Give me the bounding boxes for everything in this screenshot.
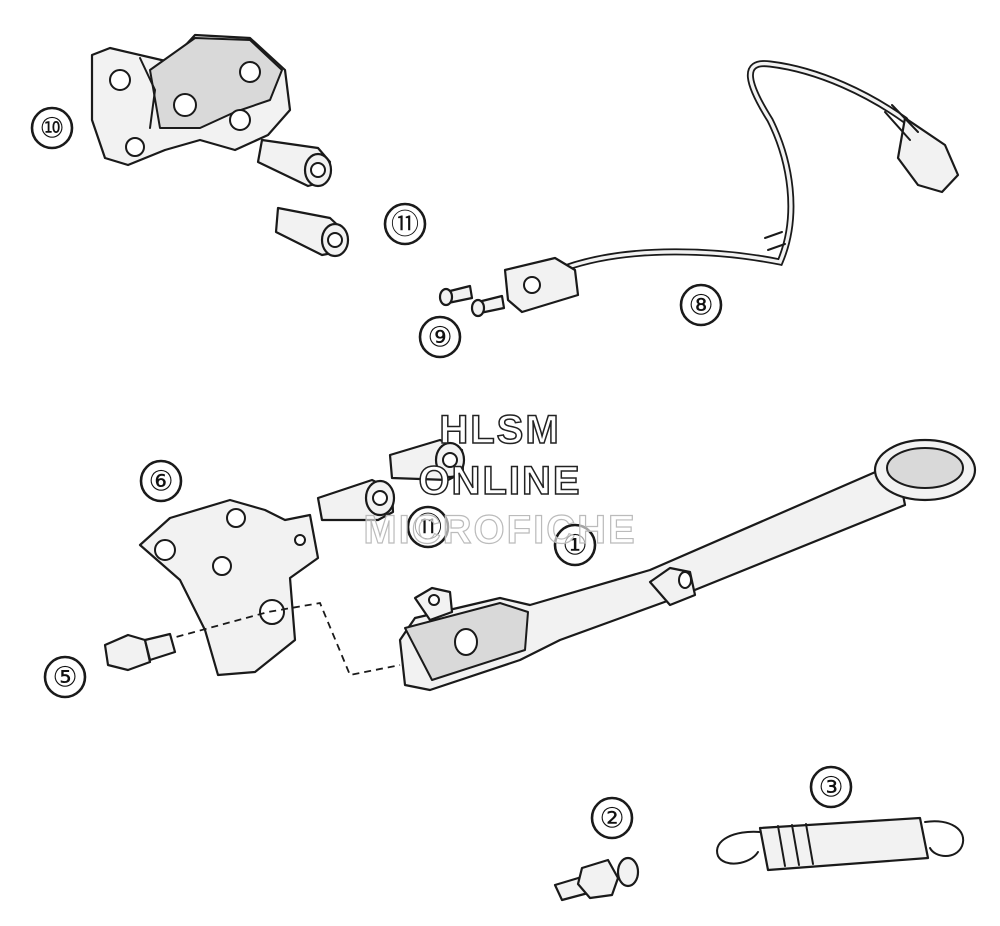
svg-text:⑪: ⑪ <box>414 512 442 543</box>
svg-text:①: ① <box>562 530 587 561</box>
sleeve-part-11-lower <box>274 206 350 258</box>
sleeve-part-11-stand-b <box>388 438 466 482</box>
sleeve-part-11-upper <box>256 138 333 188</box>
callout-1: ① <box>553 523 597 567</box>
spring-part-3 <box>716 816 965 872</box>
watermark-line-1: HLSM <box>439 407 561 453</box>
watermark-line-3: MICROFICHE <box>363 507 637 552</box>
bolt-part-5 <box>103 632 177 672</box>
svg-text:⑩: ⑩ <box>39 113 64 144</box>
callout-11-lower: ⑪ <box>406 505 450 549</box>
watermark-line-2: ONLINE <box>418 458 582 504</box>
callout-6: ⑥ <box>139 459 183 503</box>
sensor-part-8 <box>503 60 960 314</box>
callout-11-upper: ⑪ <box>383 202 427 246</box>
callout-3: ③ <box>809 765 853 809</box>
svg-text:⑨: ⑨ <box>427 322 452 353</box>
svg-text:③: ③ <box>818 772 843 803</box>
bolt-part-2 <box>553 856 640 902</box>
screws-part-9 <box>438 284 506 318</box>
svg-text:②: ② <box>599 803 624 834</box>
svg-text:⑧: ⑧ <box>688 290 713 321</box>
callout-10: ⑩ <box>30 106 74 150</box>
callout-9: ⑨ <box>418 315 462 359</box>
svg-text:⑤: ⑤ <box>52 662 77 693</box>
callout-8: ⑧ <box>679 283 723 327</box>
assembly-dash-line <box>164 601 401 677</box>
svg-text:⑥: ⑥ <box>148 466 173 497</box>
svg-text:⑪: ⑪ <box>391 209 419 240</box>
sleeve-part-11-stand-a <box>316 478 396 522</box>
side-stand-part-1 <box>398 438 977 692</box>
bracket-part-10 <box>90 33 292 167</box>
callout-2: ② <box>590 796 634 840</box>
callout-5: ⑤ <box>43 655 87 699</box>
